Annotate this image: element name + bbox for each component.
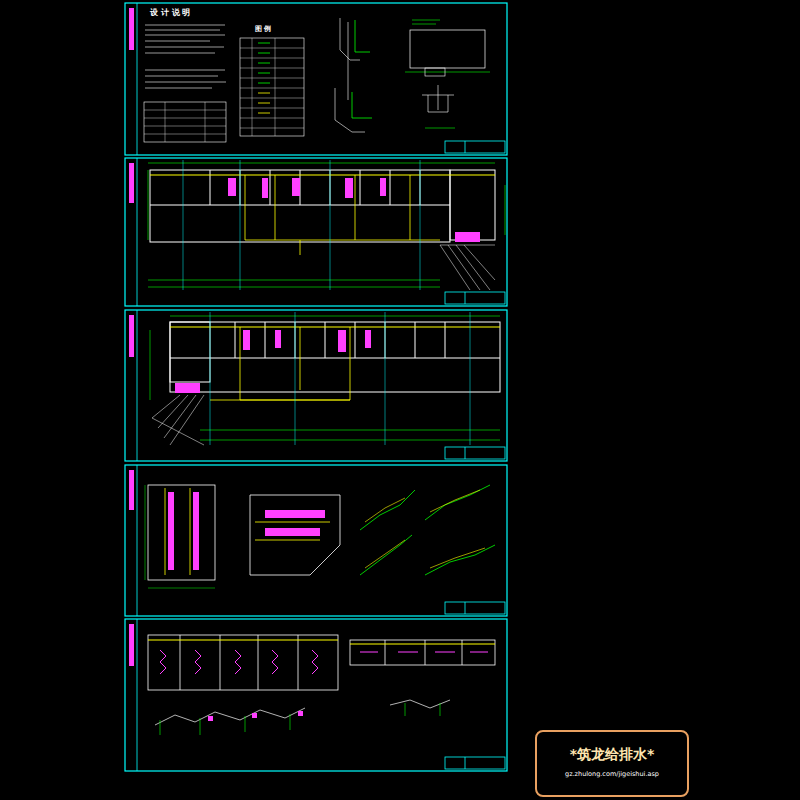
sheet-frames <box>125 3 507 771</box>
title-blocks <box>445 141 505 769</box>
table-heading: 图 例 <box>255 24 271 34</box>
floor-plan-2 <box>150 312 500 445</box>
title-strips <box>129 3 137 771</box>
toilet-details <box>145 485 495 588</box>
watermark-box: *筑龙给排水* gz.zhulong.com/jigeishui.asp <box>535 730 689 797</box>
detail-plans <box>148 635 495 735</box>
watermark-url: gz.zhulong.com/jigeishui.asp <box>537 770 687 778</box>
sheet-heading: 设 计 说 明 <box>150 7 190 18</box>
floor-plan-1 <box>148 160 505 290</box>
watermark-title: *筑龙给排水* <box>537 746 687 764</box>
notes-and-tables <box>144 18 490 142</box>
drawing-sheet: 设 计 说 明 <box>125 3 507 155</box>
